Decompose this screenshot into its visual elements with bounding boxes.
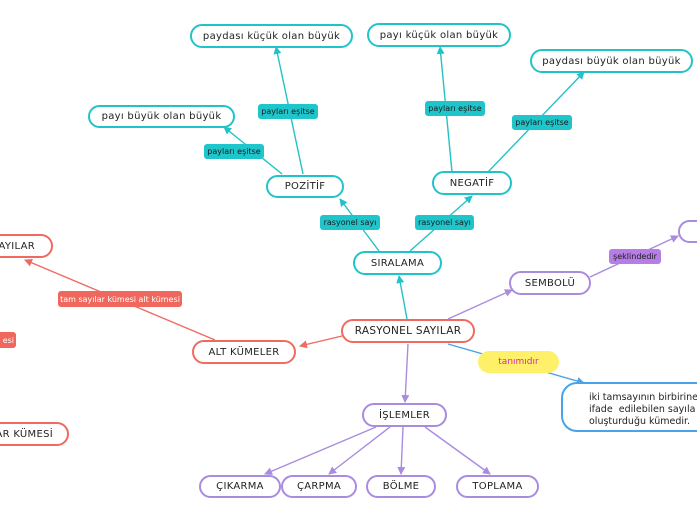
sembol-node[interactable]: SEMBOLÜ <box>509 271 591 295</box>
tanim-line3: oluşturduğu kümedir. <box>589 416 691 427</box>
edge-islemler-carpma <box>328 426 391 475</box>
root-node[interactable]: RASYONEL SAYILAR <box>341 319 475 343</box>
islemler-node[interactable]: İŞLEMLER <box>362 403 447 427</box>
tanim-line1: iki tamsayının birbirine <box>589 392 697 403</box>
pozitif-child1-edge-label: payları eşitse <box>204 144 264 159</box>
negatif-child2-node[interactable]: paydası büyük olan büyük <box>530 49 693 73</box>
negatif-child1-node[interactable]: payı küçük olan büyük <box>367 23 511 47</box>
siralama-node[interactable]: SIRALAMA <box>353 251 442 275</box>
alt-kumeler-target2-text: AR KÜMESİ <box>0 428 53 440</box>
alt-kumeler-target1-node[interactable]: AYILAR <box>0 234 53 258</box>
islem-bolme-node[interactable]: BÖLME <box>366 475 436 498</box>
sembol-target-node[interactable] <box>678 220 697 243</box>
negatif-child1-edge-label: payları eşitse <box>425 101 485 116</box>
islem-cikarma-node[interactable]: ÇIKARMA <box>199 475 281 498</box>
alt-kumeler-node[interactable]: ALT KÜMELER <box>192 340 296 364</box>
pozitif-child1-node[interactable]: payı büyük olan büyük <box>88 105 235 128</box>
pozitif-child2-edge-label: payları eşitse <box>258 104 318 119</box>
alt-kumeler-target2-node[interactable]: AR KÜMESİ <box>0 422 69 446</box>
sembol-edge-label: şeklindedir <box>609 249 661 264</box>
edge-root-siralama <box>396 275 408 320</box>
pozitif-child2-node[interactable]: paydası küçük olan büyük <box>190 24 353 48</box>
negatif-edge-label: rasyonel sayı <box>415 215 474 230</box>
tanim-edge-label: tanımıdır <box>478 351 559 373</box>
alt-kumeler-label2: esi <box>0 332 16 348</box>
alt-kumeler-edge-label: tam sayılar kümesi alt kümesi <box>58 291 182 307</box>
tanim-line2: ifade edilebilen sayıla <box>589 404 696 415</box>
negatif-node[interactable]: NEGATİF <box>432 171 512 195</box>
edge-root-altkumeler <box>299 335 343 349</box>
edge-root-sembol <box>447 289 513 320</box>
negatif-child2-edge-label: payları eşitse <box>512 115 572 130</box>
islem-toplama-node[interactable]: TOPLAMA <box>456 475 539 498</box>
edge-islemler-toplama <box>424 426 491 475</box>
edge-islemler-cikarma <box>264 426 377 475</box>
tanim-description-box[interactable]: iki tamsayının birbirine ifade edilebile… <box>561 382 697 432</box>
edge-islemler-bolme <box>397 426 406 475</box>
alt-kumeler-target1-text: AYILAR <box>0 240 35 252</box>
edge-root-islemler <box>401 343 410 403</box>
pozitif-node[interactable]: POZİTİF <box>266 175 344 198</box>
islem-carpma-node[interactable]: ÇARPMA <box>281 475 357 498</box>
pozitif-edge-label: rasyonel sayı <box>320 215 380 230</box>
